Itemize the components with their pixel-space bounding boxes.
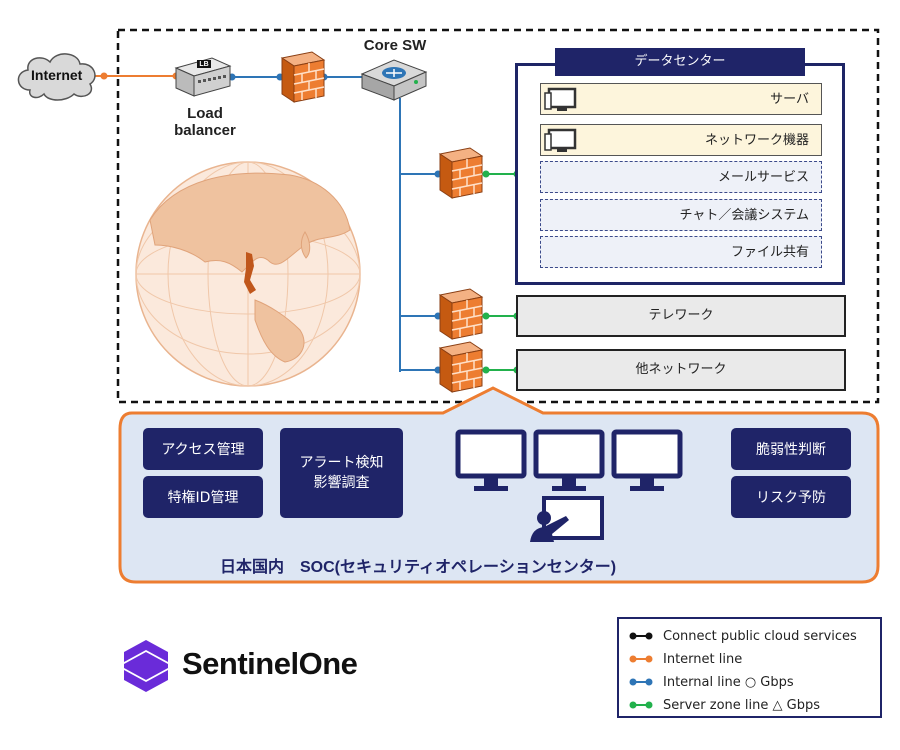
- data-center-item: ファイル共有: [540, 236, 822, 268]
- data-center-item: チャト／会議システム: [540, 199, 822, 231]
- firewall-icon: [280, 51, 326, 103]
- load-balancer-label-line1: Load: [187, 105, 223, 122]
- soc-title: 日本国内 SOC(セキュリティオペレーションセンター): [220, 559, 617, 576]
- legend-line-swatch: [629, 655, 653, 663]
- legend-line-swatch: [629, 678, 653, 686]
- firewall-icon: [438, 288, 484, 340]
- internet-label: Internet: [31, 67, 83, 83]
- legend-line-swatch: [629, 632, 653, 640]
- access-management-button: アクセス管理: [143, 428, 263, 470]
- data-center-item: ネットワーク機器: [540, 124, 822, 156]
- brand-name: SentinelOne: [182, 646, 358, 681]
- other-network-zone: 他ネットワーク: [516, 349, 846, 391]
- data-center-item-label: チャト／会議システム: [679, 208, 809, 223]
- vulnerability-judgment-button: 脆弱性判断: [731, 428, 851, 470]
- load-balancer-device-text: LB: [199, 61, 209, 68]
- monitor-icon: [455, 429, 527, 491]
- data-center-item-label: サーバ: [770, 92, 809, 107]
- core-switch-label: Core SW: [363, 37, 427, 54]
- risk-prevention-button: リスク予防: [731, 476, 851, 518]
- network-device-icon: [544, 128, 577, 152]
- monitor-icon: [611, 429, 683, 491]
- legend-line-swatch: [629, 701, 653, 709]
- firewall-icon: [438, 341, 484, 393]
- alert-detection-button: アラート検知 影響調査: [280, 428, 403, 518]
- data-center-item-label: ファイル共有: [730, 245, 809, 260]
- legend-item: Connect public cloud services: [619, 625, 857, 647]
- sentinelone-logo-icon: [124, 640, 168, 692]
- alert-detection-label: アラート検知: [299, 455, 384, 471]
- privileged-id-management-button: 特権ID管理: [143, 476, 263, 518]
- firewall-icon: [438, 147, 484, 199]
- server-monitor-icon: [544, 87, 577, 111]
- load-balancer-label-line2: balancer: [174, 122, 236, 139]
- data-center-item-label: ネットワーク機器: [704, 133, 809, 148]
- legend-item-label: Internal line ○ Gbps: [663, 674, 794, 690]
- legend-item-label: Connect public cloud services: [663, 628, 857, 644]
- data-center-item: サーバ: [540, 83, 822, 115]
- presenter-icon: [530, 496, 604, 542]
- load-balancer-label: Load balancer: [165, 105, 245, 139]
- impact-investigation-label: 影響調査: [313, 475, 370, 491]
- legend-item: Internal line ○ Gbps: [619, 671, 794, 693]
- data-center-item-label: メールサービス: [717, 170, 809, 185]
- globe-image: [135, 161, 361, 387]
- cloud-icon: [17, 53, 96, 101]
- legend-item-label: Server zone line △ Gbps: [663, 697, 820, 713]
- data-center-item: メールサービス: [540, 161, 822, 193]
- legend-item: Internet line: [619, 648, 742, 670]
- telework-zone: テレワーク: [516, 295, 846, 337]
- load-balancer-device-icon: [174, 57, 232, 97]
- legend-item-label: Internet line: [663, 651, 743, 667]
- monitor-icon: [533, 429, 605, 491]
- data-center-title: データセンター: [555, 48, 805, 76]
- core-switch-icon: [360, 59, 428, 101]
- legend-item: Server zone line △ Gbps: [619, 694, 820, 716]
